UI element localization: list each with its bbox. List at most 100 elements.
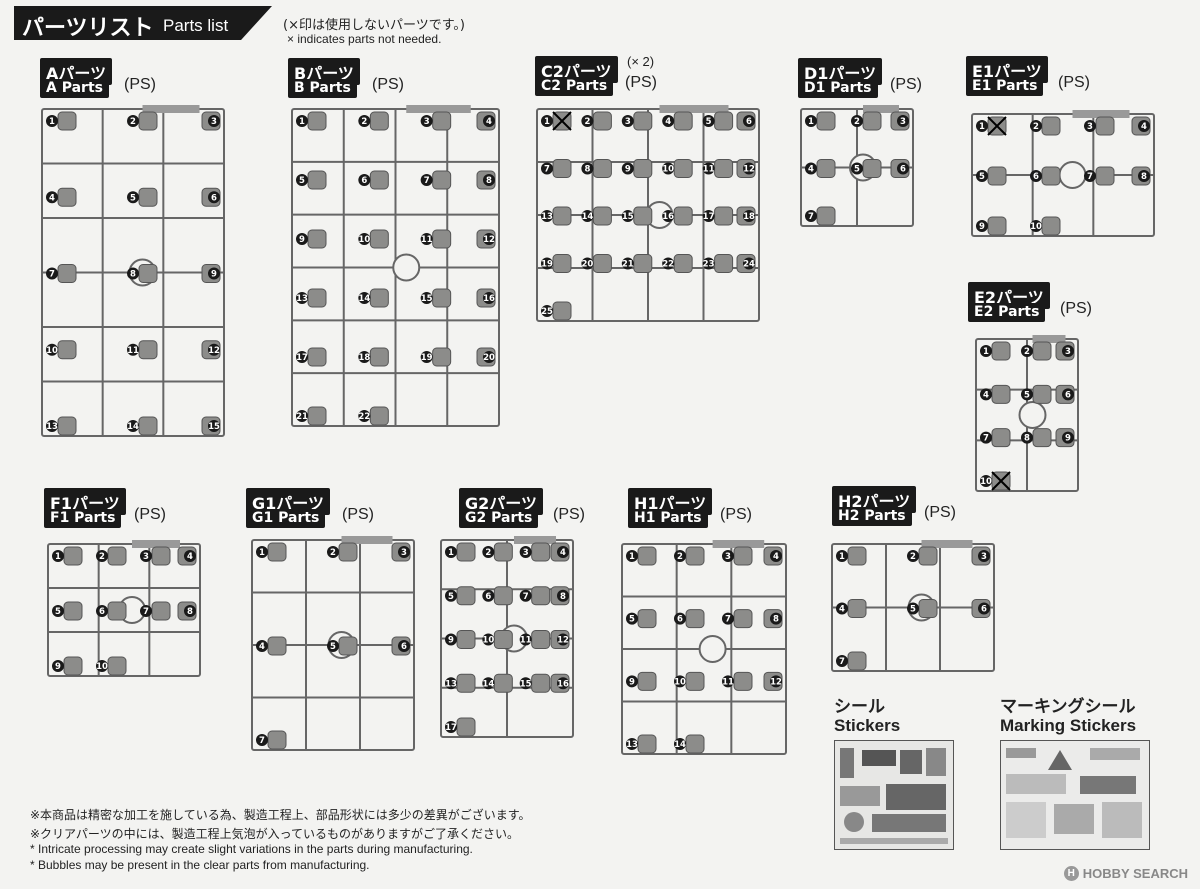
svg-text:11: 11 (520, 636, 532, 646)
svg-text:4: 4 (560, 548, 566, 558)
svg-text:4: 4 (187, 552, 193, 562)
svg-text:2: 2 (485, 548, 491, 558)
svg-text:12: 12 (483, 235, 495, 245)
svg-text:22: 22 (662, 260, 674, 270)
svg-text:12: 12 (557, 636, 569, 646)
svg-text:7: 7 (259, 736, 265, 746)
svg-text:10: 10 (674, 677, 686, 687)
svg-text:1: 1 (839, 552, 845, 562)
footnote-en-1: * Intricate processing may create slight… (30, 842, 473, 856)
svg-text:21: 21 (296, 412, 308, 422)
svg-text:15: 15 (520, 679, 532, 689)
svg-text:16: 16 (557, 679, 569, 689)
svg-text:6: 6 (677, 615, 683, 625)
stickers-title: シール Stickers (834, 697, 900, 735)
svg-text:5: 5 (910, 605, 916, 615)
watermark-text: HOBBY SEARCH (1082, 866, 1188, 881)
svg-text:10: 10 (662, 165, 674, 175)
svg-text:7: 7 (49, 270, 55, 280)
svg-text:5: 5 (1024, 390, 1030, 400)
svg-text:8: 8 (560, 592, 566, 602)
page-title-en: Parts list (163, 16, 229, 35)
runner-d1-label-en: D1 Parts (798, 79, 878, 98)
svg-text:9: 9 (629, 677, 635, 687)
svg-text:3: 3 (401, 548, 407, 558)
svg-text:6: 6 (99, 607, 105, 617)
footnote-en-2: * Bubbles may be present in the clear pa… (30, 858, 370, 872)
svg-text:7: 7 (424, 176, 430, 186)
runner-b-label-en: B Parts (288, 79, 357, 98)
svg-text:2: 2 (854, 117, 860, 127)
svg-text:5: 5 (448, 592, 454, 602)
svg-text:15: 15 (421, 294, 433, 304)
svg-text:6: 6 (485, 592, 491, 602)
svg-text:7: 7 (725, 615, 731, 625)
svg-text:6: 6 (1033, 172, 1039, 182)
svg-text:8: 8 (1024, 434, 1030, 444)
svg-text:4: 4 (665, 117, 671, 127)
svg-text:3: 3 (523, 548, 529, 558)
runner-c2-multiplier: (× 2) (627, 54, 655, 69)
svg-text:8: 8 (773, 615, 779, 625)
svg-text:2: 2 (910, 552, 916, 562)
marking-stickers-title-en: Marking Stickers (1000, 716, 1137, 735)
svg-text:6: 6 (361, 176, 367, 186)
svg-text:15: 15 (208, 422, 220, 432)
svg-text:14: 14 (127, 422, 139, 432)
svg-text:9: 9 (211, 270, 217, 280)
svg-text:14: 14 (674, 740, 686, 750)
svg-text:4: 4 (259, 642, 265, 652)
svg-text:16: 16 (483, 294, 495, 304)
svg-text:6: 6 (211, 193, 217, 203)
svg-text:2: 2 (677, 552, 683, 562)
svg-text:4: 4 (49, 193, 55, 203)
svg-text:1: 1 (55, 552, 61, 562)
svg-text:23: 23 (703, 260, 715, 270)
svg-text:9: 9 (625, 165, 631, 175)
svg-text:5: 5 (979, 172, 985, 182)
svg-text:13: 13 (626, 740, 638, 750)
svg-text:1: 1 (808, 117, 814, 127)
svg-text:17: 17 (703, 212, 715, 222)
svg-text:13: 13 (296, 294, 308, 304)
svg-text:10: 10 (46, 346, 58, 356)
svg-text:25: 25 (541, 307, 553, 317)
svg-text:6: 6 (1065, 390, 1071, 400)
svg-text:24: 24 (743, 260, 755, 270)
svg-text:5: 5 (55, 607, 61, 617)
svg-text:11: 11 (722, 677, 734, 687)
svg-text:8: 8 (584, 165, 590, 175)
svg-text:4: 4 (808, 165, 814, 175)
svg-text:3: 3 (725, 552, 731, 562)
svg-text:17: 17 (445, 723, 457, 733)
svg-text:7: 7 (1087, 172, 1093, 182)
svg-text:9: 9 (1065, 434, 1071, 444)
svg-text:6: 6 (401, 642, 407, 652)
runner-h1-material: (PS) (720, 506, 752, 523)
svg-text:8: 8 (1141, 172, 1147, 182)
svg-text:12: 12 (770, 677, 782, 687)
svg-text:1: 1 (983, 347, 989, 357)
footnote-jp-1: ※本商品は精密な加工を施している為、製造工程上、部品形状には多少の差異がございま… (30, 808, 531, 822)
svg-text:11: 11 (421, 235, 433, 245)
runner-g2-label-en: G2 Parts (459, 509, 539, 528)
svg-text:12: 12 (743, 165, 755, 175)
svg-text:2: 2 (1033, 122, 1039, 132)
note-en: × indicates parts not needed. (287, 32, 442, 46)
svg-text:19: 19 (541, 260, 553, 270)
runner-c2-label-en: C2 Parts (535, 77, 614, 96)
svg-text:2: 2 (584, 117, 590, 127)
hobby-search-logo-icon: H (1063, 866, 1079, 881)
svg-text:18: 18 (358, 353, 370, 363)
svg-text:4: 4 (1141, 122, 1147, 132)
svg-text:13: 13 (445, 679, 457, 689)
watermark: H HOBBY SEARCH (1063, 866, 1188, 881)
svg-text:5: 5 (330, 642, 336, 652)
svg-text:3: 3 (424, 117, 430, 127)
svg-text:5: 5 (629, 615, 635, 625)
